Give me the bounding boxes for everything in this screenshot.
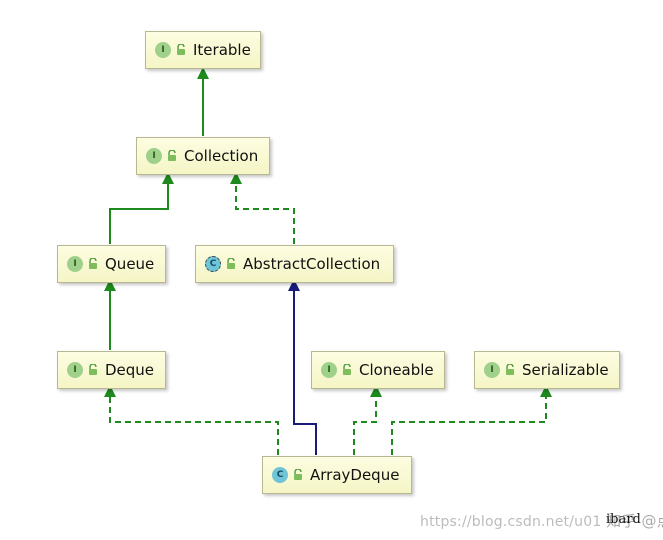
interface-badge-icon: I — [321, 362, 337, 378]
class-badge-icon: C — [272, 467, 288, 483]
unlocked-icon — [89, 258, 97, 269]
watermark: https://blog.csdn.net/u01 知乎 @点点 — [420, 510, 663, 531]
node-label: Collection — [184, 147, 259, 165]
node-label: ArrayDeque — [310, 466, 400, 484]
node-arraydeque[interactable]: C ArrayDeque — [262, 456, 412, 494]
node-label: Queue — [105, 255, 155, 273]
edge-arraydeque-to-abstractcollection — [288, 279, 317, 455]
node-label: AbstractCollection — [243, 255, 381, 273]
interface-badge-icon: I — [67, 362, 83, 378]
node-serializable[interactable]: I Serializable — [474, 351, 620, 389]
unlocked-icon — [168, 150, 176, 161]
node-label: Serializable — [522, 361, 609, 379]
node-cloneable[interactable]: I Cloneable — [311, 351, 445, 389]
interface-badge-icon: I — [484, 362, 500, 378]
unlocked-icon — [294, 469, 302, 480]
watermark-url: https://blog.csdn.net/u01 — [420, 514, 602, 530]
edge-queue-to-collection — [109, 172, 174, 244]
node-collection[interactable]: I Collection — [136, 137, 270, 175]
interface-badge-icon: I — [146, 148, 162, 164]
abstract-class-badge-icon: C — [205, 256, 221, 272]
edge-arraydeque-to-serializable — [391, 385, 552, 455]
unlocked-icon — [89, 364, 97, 375]
watermark-brand: 知乎 @点点 — [606, 512, 663, 530]
unlocked-icon — [506, 364, 514, 375]
node-label: Iterable — [193, 41, 251, 59]
edges-layer — [104, 67, 552, 455]
node-deque[interactable]: I Deque — [57, 351, 166, 389]
node-label: Deque — [105, 361, 155, 379]
unlocked-icon — [343, 364, 351, 375]
node-abstractcollection[interactable]: C AbstractCollection — [195, 245, 394, 283]
unlocked-icon — [227, 258, 235, 269]
interface-badge-icon: I — [67, 256, 83, 272]
interface-badge-icon: I — [155, 42, 171, 58]
edge-abstractcollection-to-collection — [230, 172, 295, 244]
unlocked-icon — [177, 44, 185, 55]
edge-arraydeque-to-deque — [104, 385, 279, 455]
node-iterable[interactable]: I Iterable — [145, 31, 261, 69]
edge-arraydeque-to-cloneable — [353, 385, 382, 455]
node-label: Cloneable — [359, 361, 434, 379]
node-queue[interactable]: I Queue — [57, 245, 166, 283]
corner-text: ibard — [606, 512, 641, 527]
